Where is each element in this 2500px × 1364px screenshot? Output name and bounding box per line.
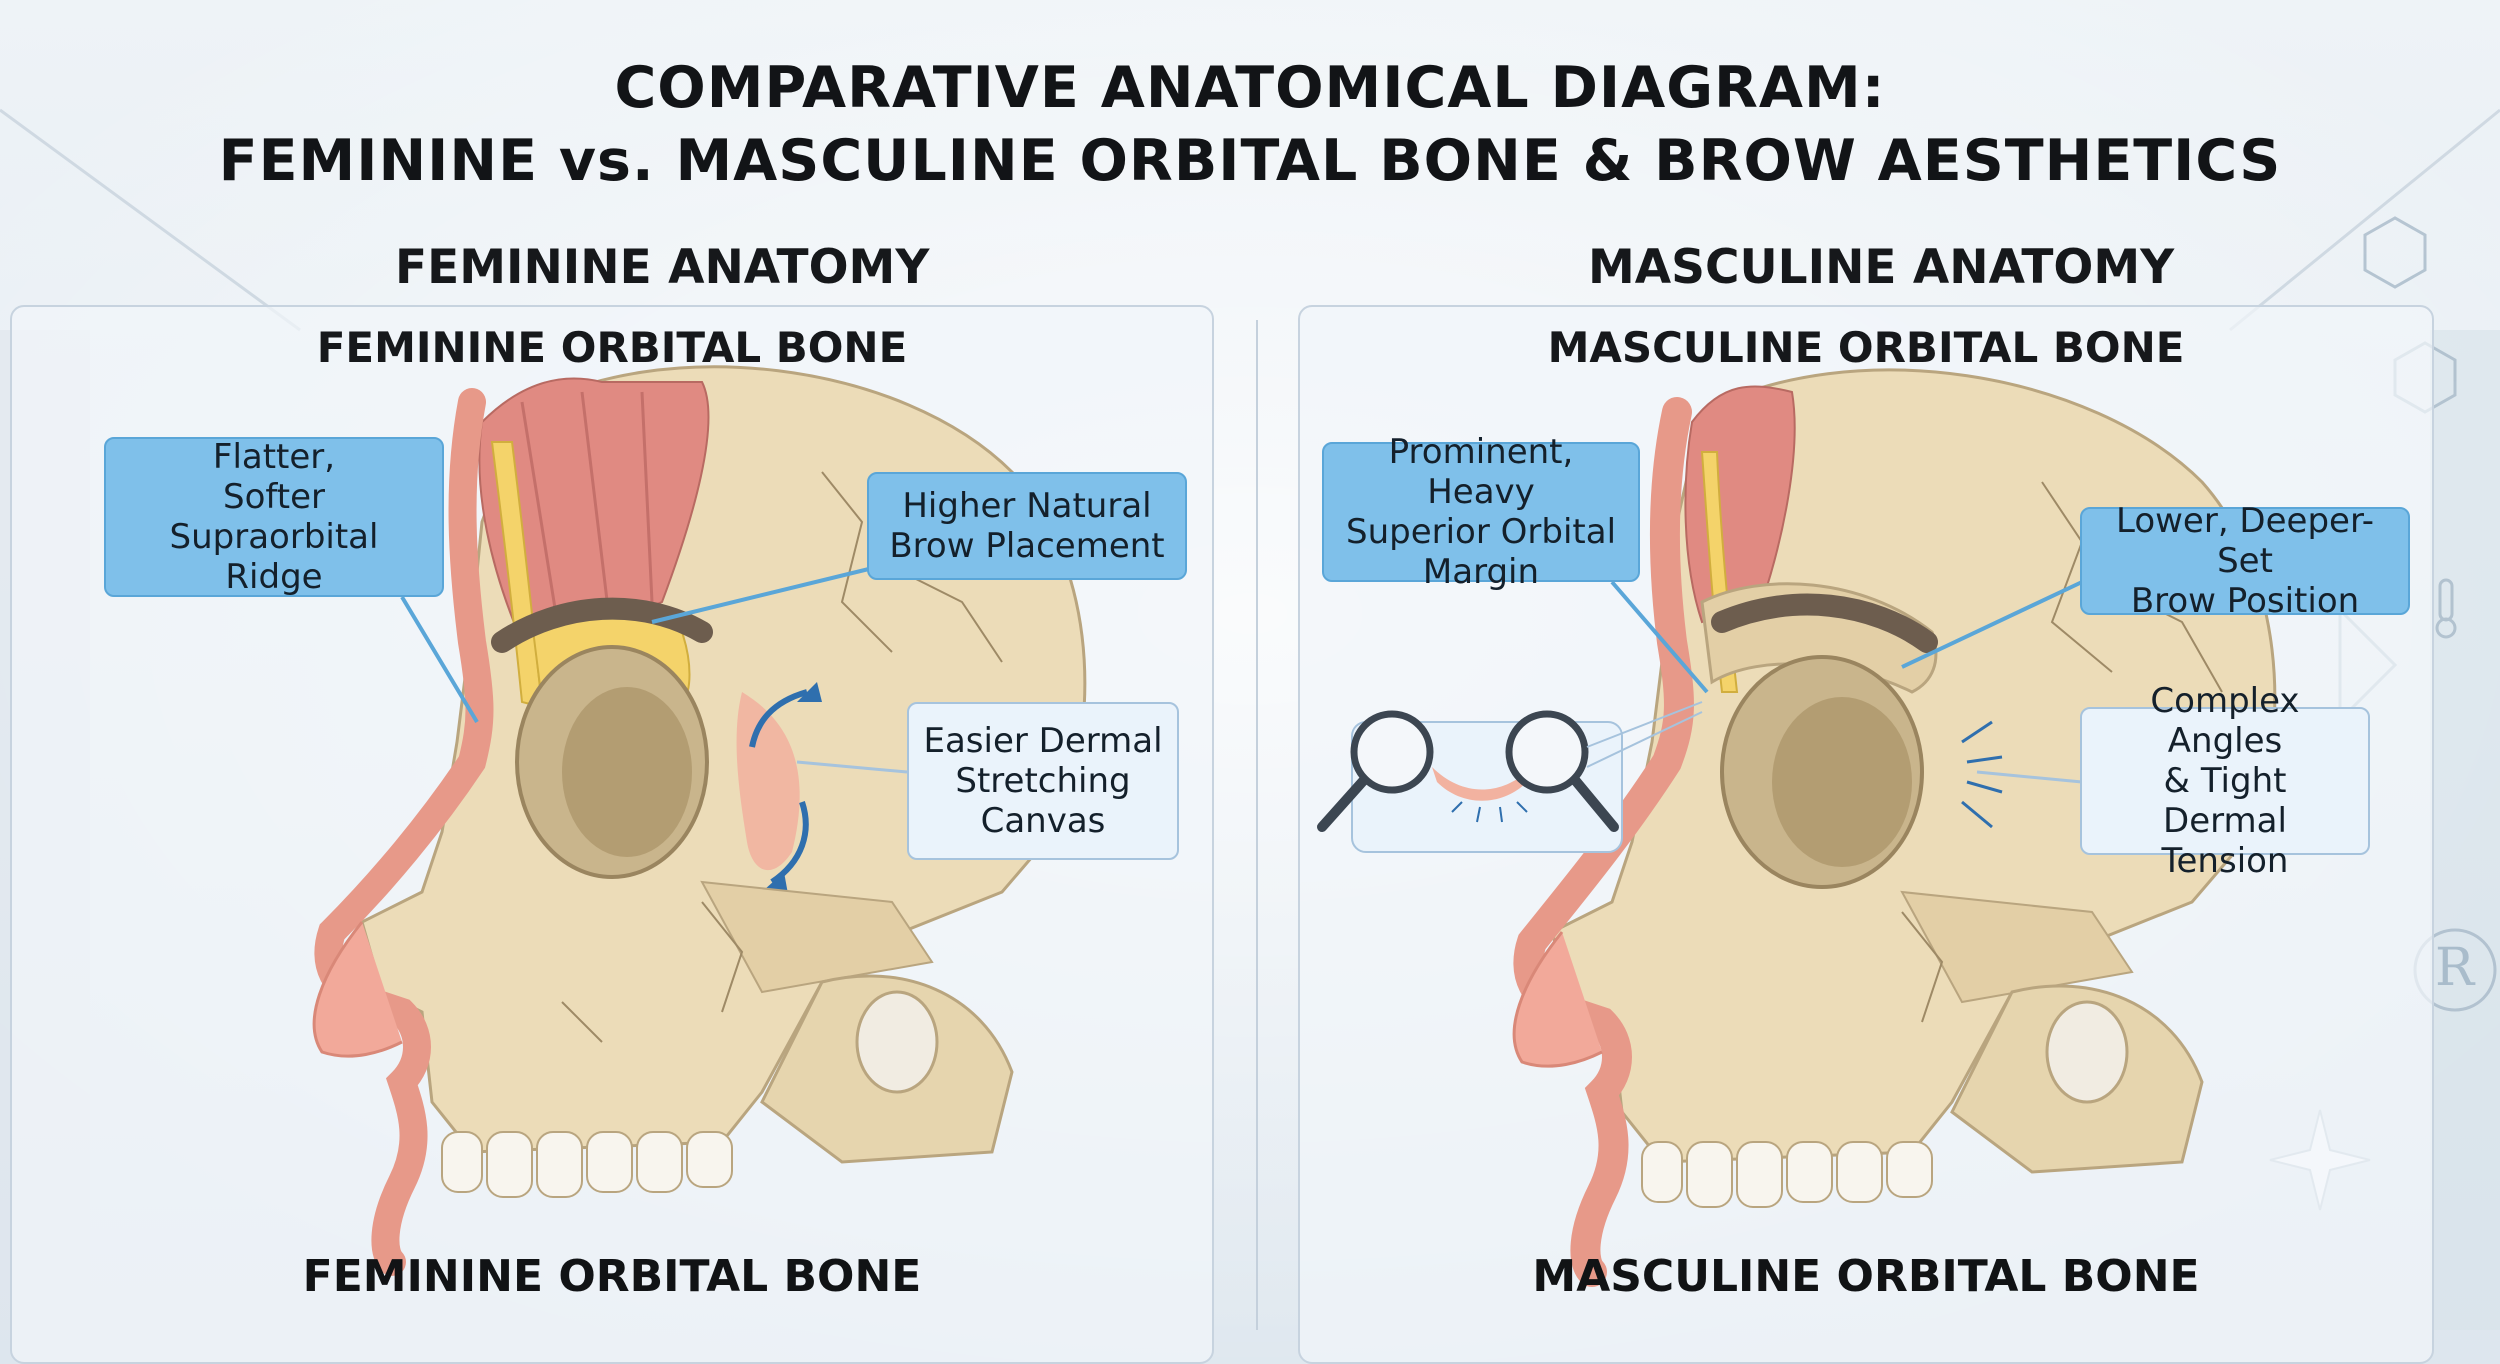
ridge-line-1: Flatter, — [212, 437, 336, 477]
margin-line-3: Margin — [1422, 552, 1540, 592]
feminine-dermal-callout: Easier Dermal Stretching Canvas — [907, 702, 1179, 860]
masculine-section-heading: MASCULINE ANATOMY — [1588, 240, 2175, 295]
masculine-panel: MASCULINE ORBITAL BONE Prominent, Heavy … — [1298, 305, 2434, 1364]
feminine-panel-heading: FEMININE ORBITAL BONE — [316, 323, 908, 372]
magnifier-icon — [1317, 710, 1623, 853]
thermometer-icon — [2435, 578, 2457, 639]
masculine-margin-callout: Prominent, Heavy Superior Orbital Margin — [1322, 432, 1640, 592]
center-divider — [1256, 320, 1258, 1330]
brow-line-2: Brow Placement — [889, 526, 1165, 566]
margin-line-1: Prominent, Heavy — [1388, 432, 1574, 512]
masculine-brow-callout: Lower, Deeper-Set Brow Position — [2080, 501, 2410, 621]
feminine-footer: FEMININE ORBITAL BONE — [302, 1251, 922, 1302]
masculine-tension-callout: Complex Angles & Tight Dermal Tension — [2080, 681, 2370, 881]
title-line-2: FEMININE vs. MASCULINE ORBITAL BONE & BR… — [218, 128, 2282, 194]
ridge-line-2: Softer — [223, 477, 325, 517]
tension-line-3: Dermal Tension — [2161, 801, 2289, 881]
masculine-panel-heading: MASCULINE ORBITAL BONE — [1547, 323, 2185, 372]
title-line-1: COMPARATIVE ANATOMICAL DIAGRAM: — [614, 55, 1886, 121]
masc-brow-line-2: Brow Position — [2130, 581, 2360, 621]
feminine-panel: FEMININE ORBITAL BONE Flatter, Softer Su… — [10, 305, 1214, 1364]
ridge-line-3: Supraorbital Ridge — [169, 517, 379, 597]
tension-line-1: Complex Angles — [2150, 681, 2300, 761]
brow-line-1: Higher Natural — [902, 486, 1152, 526]
dermal-line-1: Easier Dermal — [923, 721, 1163, 761]
feminine-brow-callout: Higher Natural Brow Placement — [867, 472, 1187, 580]
feminine-section-heading: FEMININE ANATOMY — [395, 240, 930, 295]
tension-line-2: & Tight — [2163, 761, 2287, 801]
feminine-ridge-callout: Flatter, Softer Supraorbital Ridge — [104, 437, 444, 597]
masc-brow-line-1: Lower, Deeper-Set — [2115, 501, 2375, 581]
masculine-footer: MASCULINE ORBITAL BONE — [1532, 1251, 2200, 1302]
dermal-line-2: Stretching — [955, 761, 1131, 801]
margin-line-2: Superior Orbital — [1345, 512, 1617, 552]
pointer-ridge — [400, 595, 479, 724]
svg-text:R: R — [2435, 938, 2476, 998]
dermal-line-3: Canvas — [980, 801, 1106, 841]
